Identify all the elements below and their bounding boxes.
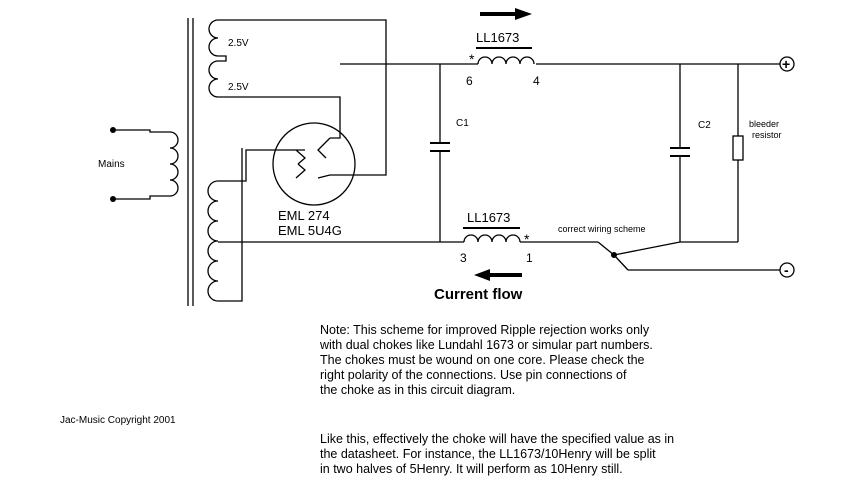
tube-label-1: EML 274 — [278, 208, 330, 223]
filament-b-bottom-wire — [218, 96, 341, 139]
bleeder-label-1: bleeder — [749, 119, 779, 129]
junction-wire-right — [613, 241, 681, 256]
current-flow-label: Current flow — [434, 286, 523, 303]
pin-6-label: 6 — [466, 74, 473, 88]
pin-4-label: 4 — [533, 74, 540, 88]
tube-filament-b — [317, 174, 354, 179]
junction-wire-left — [597, 241, 615, 256]
tube-label-2: EML 5U4G — [278, 223, 342, 238]
junction-dot — [611, 252, 617, 258]
tube-anode-1 — [295, 149, 306, 165]
mains-terminal-bottom — [110, 196, 116, 202]
plus-sign: + — [782, 56, 790, 72]
minus-sign: - — [784, 262, 789, 278]
hv-top-to-anode — [218, 149, 305, 182]
mains-label: Mains — [98, 159, 125, 170]
hv-bottom-to-anode — [218, 148, 243, 302]
mains-wire-bottom — [113, 195, 170, 200]
primary-winding — [169, 131, 179, 197]
note-paragraph-1: Note: This scheme for improved Ripple re… — [320, 323, 653, 397]
wiring-scheme-label: correct wiring scheme — [558, 224, 646, 234]
bleeder-label-2: resistor — [752, 130, 782, 140]
top-choke-dot: * — [469, 51, 475, 67]
arrow-left-icon — [474, 269, 522, 281]
winding-b-label: 2.5V — [228, 82, 249, 93]
hv-secondary-winding — [207, 180, 219, 302]
tube-filament-a — [317, 137, 331, 159]
c2-label: C2 — [698, 120, 711, 131]
filament-winding-b — [208, 60, 219, 98]
bottom-choke-winding — [463, 234, 521, 243]
mains-terminal-top — [110, 127, 116, 133]
arrow-right-icon — [480, 8, 532, 20]
copyright: Jac-Music Copyright 2001 — [60, 415, 176, 426]
top-choke-label: LL1673 — [476, 30, 519, 45]
bleeder-resistor — [732, 135, 744, 161]
bottom-choke-dot: * — [524, 231, 530, 247]
junction-wire-down — [613, 254, 629, 271]
bottom-choke-label: LL1673 — [467, 210, 510, 225]
winding-a-label: 2.5V — [228, 38, 249, 49]
pin-1-label: 1 — [526, 251, 533, 265]
minus-terminal — [779, 262, 795, 278]
pin-3-label: 3 — [460, 251, 467, 265]
c1-label: C1 — [456, 118, 469, 129]
filament-center-link — [218, 55, 227, 62]
mains-wire-top — [113, 129, 170, 133]
filament-a-top-wire — [218, 19, 387, 176]
plus-terminal — [779, 56, 795, 72]
filament-winding-a — [208, 19, 219, 57]
tube-anode-2 — [295, 163, 306, 179]
note-paragraph-2: Like this, effectively the choke will ha… — [320, 432, 675, 476]
rectifier-tube — [272, 122, 356, 206]
top-choke-winding — [477, 56, 535, 65]
